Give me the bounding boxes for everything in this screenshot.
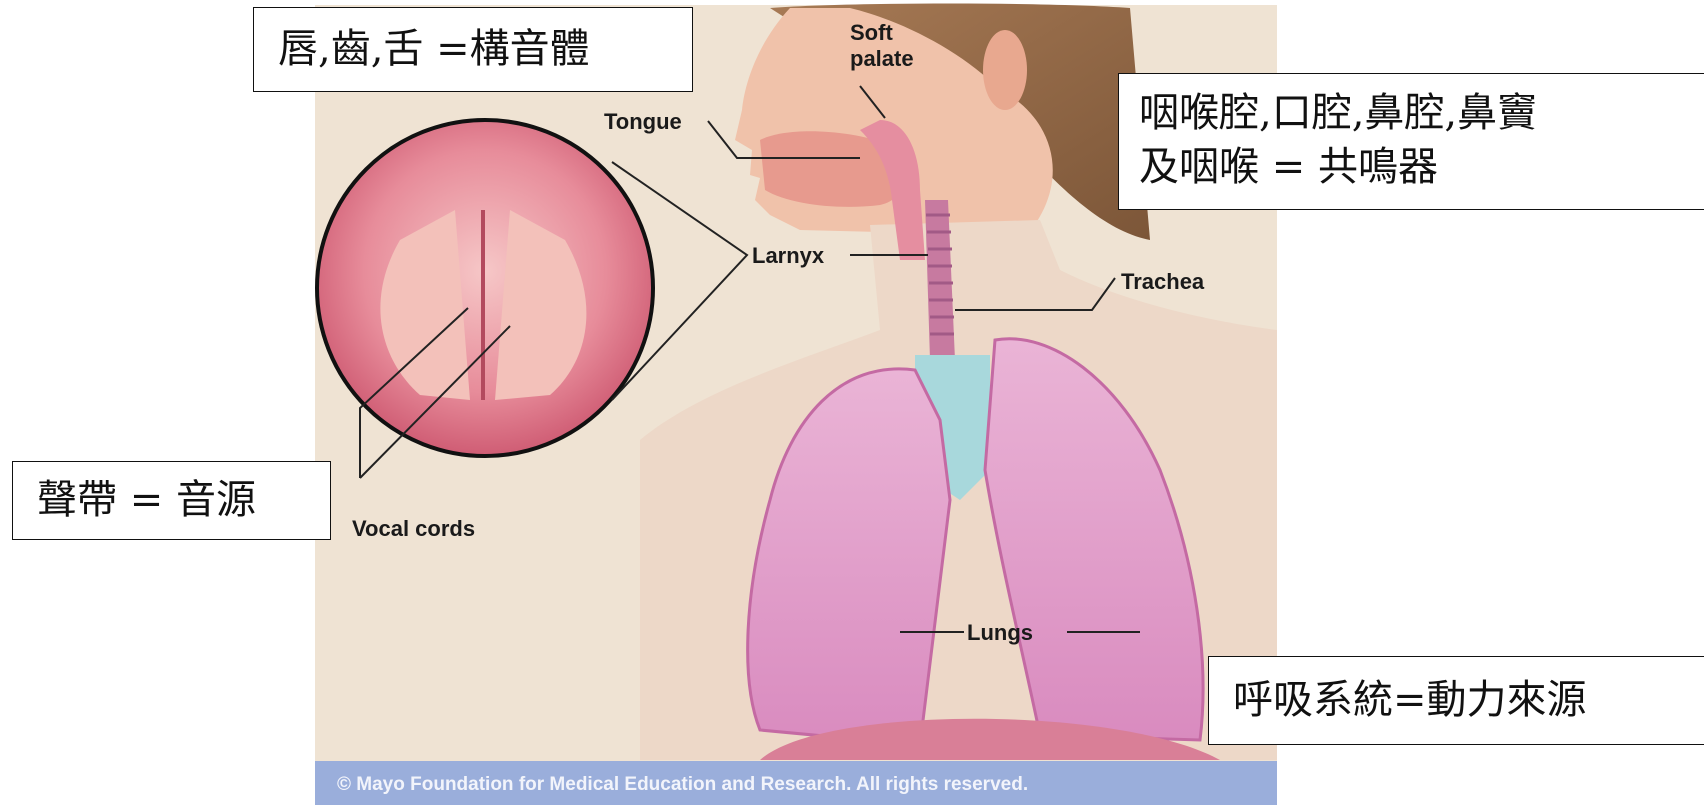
callout-articulators: 唇,齒,舌 =構音體 [253,7,693,92]
ear [983,30,1027,110]
label-trachea: Trachea [1121,269,1205,294]
label-soft-palate-line1: Soft [850,20,893,45]
callout-sound-source: 聲帶 = 音源 [12,461,331,540]
label-lungs: Lungs [967,620,1033,645]
label-larynx: Larnyx [752,243,825,268]
copyright-text: © Mayo Foundation for Medical Education … [337,774,1028,795]
label-soft-palate-line2: palate [850,46,914,71]
callout-power-source: 呼吸系統=動力來源 [1208,656,1704,745]
label-tongue: Tongue [604,109,682,134]
label-vocal-cords: Vocal cords [352,516,475,541]
callout-resonators: 咽喉腔,口腔,鼻腔,鼻竇 及咽喉 = 共鳴器 [1118,73,1704,210]
